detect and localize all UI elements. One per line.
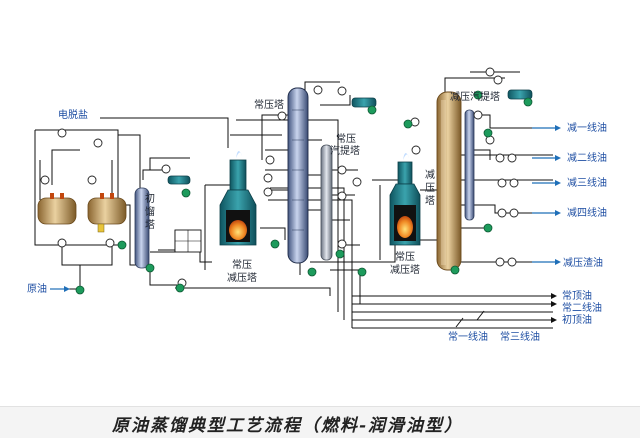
label-flash-tower-3: 塔 — [145, 218, 155, 231]
label-flash-tower-1: 初 — [145, 192, 155, 205]
label-atm-top: 常顶油 — [562, 289, 592, 302]
product-arrows — [50, 125, 561, 323]
diagram-caption: 原油蒸馏典型工艺流程（燃料-润滑油型） — [112, 416, 464, 436]
vac-stripper — [464, 109, 475, 221]
desalter-unit — [37, 193, 127, 233]
heat-exchanger — [174, 229, 202, 253]
label-vac-third: 减三线油 — [567, 176, 607, 189]
vac-furnace — [389, 152, 421, 246]
label-vac-tower-1: 减 — [425, 169, 435, 181]
label-atm-first: 常一线油 — [448, 330, 488, 343]
instruments — [40, 67, 519, 288]
label-atm-tower: 常压塔 — [254, 98, 284, 111]
label-atm-third: 常三线油 — [500, 330, 540, 343]
label-vac-tower-3: 塔 — [425, 194, 435, 207]
label-atm-second: 常二线油 — [562, 301, 602, 314]
vac-tower — [436, 91, 462, 271]
label-vac-furnace-1: 常压 — [395, 250, 415, 263]
label-atm-stripper-2: 汽提塔 — [330, 144, 360, 157]
label-vac-furnace-2: 减压塔 — [390, 263, 420, 276]
label-vac-tower-2: 压 — [425, 182, 435, 194]
label-desalter: 电脱盐 — [58, 108, 88, 121]
label-vac-first: 减一线油 — [567, 121, 607, 134]
label-crude-oil: 原油 — [27, 282, 47, 295]
flash-condenser — [167, 175, 191, 185]
label-initial-top: 初顶油 — [562, 313, 592, 326]
atm-tower — [287, 87, 309, 264]
label-atm-stripper-1: 常压 — [336, 132, 356, 145]
label-atm-furnace-2: 减压塔 — [227, 271, 257, 284]
caption-bar: 原油蒸馏典型工艺流程（燃料-润滑油型） — [0, 406, 640, 438]
label-vac-fourth: 减四线油 — [567, 206, 607, 219]
pumps — [75, 90, 533, 295]
label-flash-tower-2: 馏 — [145, 205, 155, 218]
flash-tower — [134, 187, 150, 269]
label-vac-stripper: 减压汽提塔 — [450, 90, 500, 103]
atm-stripper — [320, 144, 333, 261]
label-vac-residue: 减压渣油 — [563, 256, 603, 269]
atm-furnace — [219, 150, 257, 246]
atm-condenser — [351, 97, 377, 108]
vac-condenser — [507, 89, 533, 100]
label-atm-furnace-1: 常压 — [232, 258, 252, 271]
label-vac-second: 减二线油 — [567, 151, 607, 164]
